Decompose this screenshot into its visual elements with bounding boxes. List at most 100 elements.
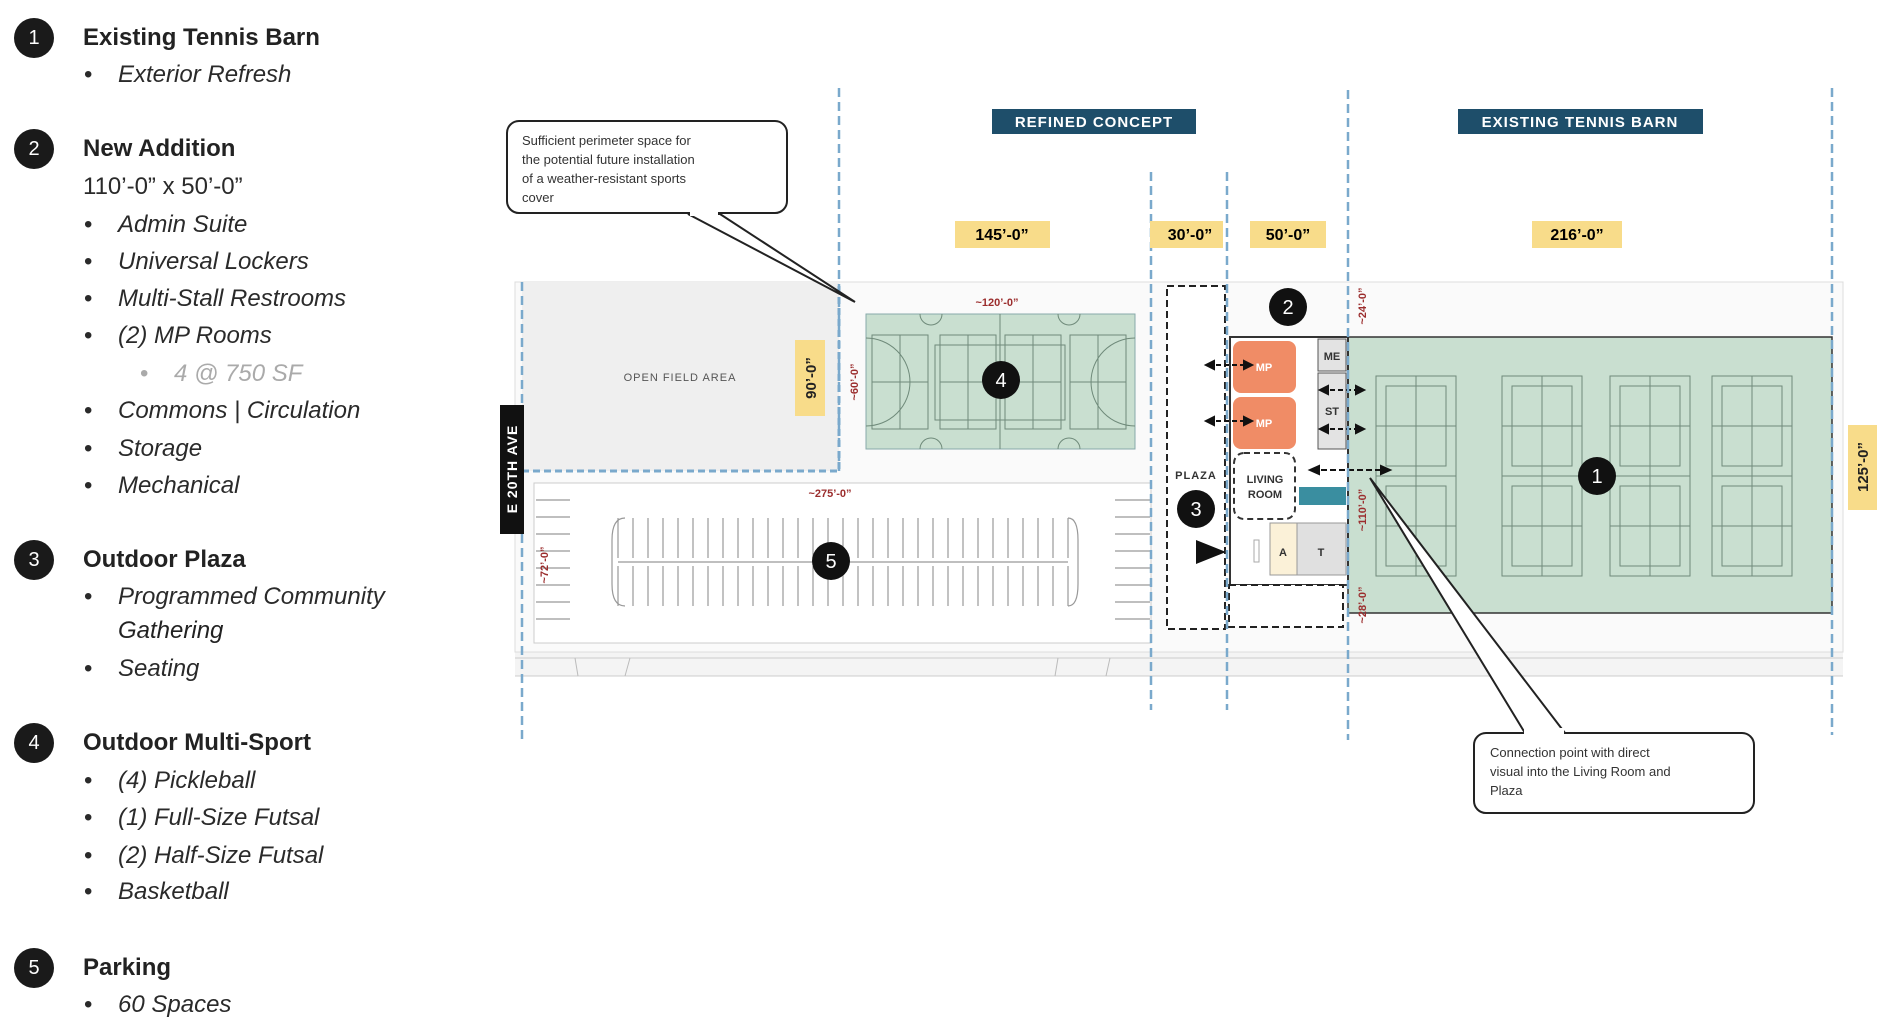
refined-concept-badge <box>992 109 1196 134</box>
legend-item: (1) Full-Size Futsal <box>84 804 319 832</box>
svg-text:the potential future installat: the potential future installation <box>522 152 695 167</box>
legend-item: Commons | Circulation <box>84 397 360 425</box>
dim-275: ~275’-0” <box>808 488 851 500</box>
dim-145-badge <box>955 221 1050 248</box>
marker-1-label: 1 <box>1591 466 1602 488</box>
legend-item: Multi-Stall Restrooms <box>84 285 346 313</box>
dim-145: 145’-0” <box>975 227 1028 244</box>
toilet-room <box>1296 522 1347 576</box>
dim-216: 216’-0” <box>1550 227 1603 244</box>
svg-text:cover: cover <box>522 190 554 205</box>
plan-markers: 1 2 3 4 5 <box>812 288 1616 580</box>
legend-item: Exterior Refresh <box>84 61 291 89</box>
legend-title: New Addition <box>83 135 236 162</box>
court-lines <box>865 313 1136 450</box>
t-label: T <box>1318 547 1325 559</box>
mp-room-1 <box>1233 341 1296 393</box>
curb-cuts <box>574 657 1111 677</box>
storage-room <box>1317 372 1347 450</box>
legend-title: Parking <box>83 954 172 981</box>
door-icon <box>1253 539 1260 563</box>
svg-text:visual into the Living Room an: visual into the Living Room and <box>1490 764 1671 779</box>
dim-24: ~24’-0” <box>1357 288 1369 325</box>
dim-120: ~120’-0” <box>975 297 1018 309</box>
dim-72: ~72’-0” <box>539 547 551 584</box>
legend-item: (2) MP Rooms <box>84 322 272 350</box>
entry-arrow-icon <box>1196 540 1226 564</box>
dim-90-badge <box>795 340 825 416</box>
callout-2-text: Connection point with direct visual into… <box>1490 745 1671 798</box>
svg-text:Plaza: Plaza <box>1490 783 1523 798</box>
plaza-label: PLAZA <box>1175 470 1217 482</box>
addition-forecourt <box>1228 584 1344 628</box>
dim-110: ~110’-0” <box>1357 489 1369 532</box>
legend-item: 110’-0” x 50’-0” <box>83 173 243 200</box>
marker-3-icon <box>1177 490 1215 528</box>
marker-4-icon <box>982 361 1020 399</box>
legend-item: Seating <box>84 655 200 683</box>
mp-label-1: MP <box>1256 362 1273 374</box>
room-label: ROOM <box>1248 489 1282 501</box>
existing-barn-label: EXISTING TENNIS BARN <box>1482 114 1679 131</box>
dim-30-badge <box>1150 221 1223 248</box>
refined-concept-label: REFINED CONCEPT <box>1015 114 1173 131</box>
a-label: A <box>1279 547 1287 559</box>
dim-30: 30’-0” <box>1168 227 1212 244</box>
dim-125-badge <box>1848 425 1877 510</box>
legend-title: Outdoor Plaza <box>83 546 246 573</box>
dim-125: 125’-0” <box>1855 442 1872 492</box>
marker-1-icon <box>1578 457 1616 495</box>
legend-item: Admin Suite <box>84 211 248 239</box>
legend-number-2: 2 <box>14 129 54 169</box>
legend-item: Storage <box>84 435 202 463</box>
legend-item: 60 Spaces <box>84 991 232 1019</box>
marker-4-label: 4 <box>995 370 1006 392</box>
plaza-boundary <box>1166 285 1226 630</box>
marker-5-label: 5 <box>825 551 836 573</box>
legend-item: Programmed Community <box>84 583 385 611</box>
legend-title: Existing Tennis Barn <box>83 24 320 51</box>
marker-2-icon <box>1269 288 1307 326</box>
marker-3-label: 3 <box>1190 499 1201 521</box>
callout-1 <box>506 120 788 214</box>
living-label: LIVING <box>1247 474 1284 486</box>
svg-text:of a weather-resistant sports: of a weather-resistant sports <box>522 171 687 186</box>
living-room <box>1233 452 1296 520</box>
callout-1-text: Sufficient perimeter space for the poten… <box>522 133 695 205</box>
open-field-label: OPEN FIELD AREA <box>624 372 737 384</box>
legend-item: Mechanical <box>84 472 240 500</box>
teal-counter <box>1299 487 1346 505</box>
street-label: E 20TH AVE <box>504 425 520 514</box>
st-label: ST <box>1325 406 1339 418</box>
marker-5-icon <box>812 542 850 580</box>
tennis-court-lines <box>1375 375 1793 577</box>
admin-room <box>1269 522 1298 576</box>
dim-50-badge <box>1250 221 1326 248</box>
legend-item: (4) Pickleball <box>84 767 255 795</box>
legend-title: Outdoor Multi-Sport <box>83 729 311 756</box>
legend-item: (2) Half-Size Futsal <box>84 842 323 870</box>
mechanical-room <box>1317 338 1347 372</box>
legend-item: Universal Lockers <box>84 248 309 276</box>
dim-50: 50’-0” <box>1266 227 1310 244</box>
legend-number-5: 5 <box>14 948 54 988</box>
mp-label-2: MP <box>1256 418 1273 430</box>
mp-room-2 <box>1233 397 1296 449</box>
legend-number-4: 4 <box>14 723 54 763</box>
svg-text:Connection point with direct: Connection point with direct <box>1490 745 1650 760</box>
dim-216-badge <box>1532 221 1622 248</box>
legend-number-1: 1 <box>14 18 54 58</box>
open-field-area <box>522 282 839 471</box>
svg-text:Sufficient perimeter space for: Sufficient perimeter space for <box>522 133 692 148</box>
dim-60: ~60’-0” <box>849 364 861 401</box>
existing-barn-badge <box>1458 109 1703 134</box>
sidewalk <box>515 657 1843 677</box>
legend-item: 4 @ 750 SF <box>140 360 303 388</box>
legend-number-3: 3 <box>14 540 54 580</box>
legend-item: Gathering <box>118 617 224 644</box>
dim-28: ~28’-0” <box>1357 587 1369 624</box>
callout-2 <box>1473 732 1755 814</box>
street-label-badge <box>500 405 524 534</box>
marker-2-label: 2 <box>1282 297 1293 319</box>
